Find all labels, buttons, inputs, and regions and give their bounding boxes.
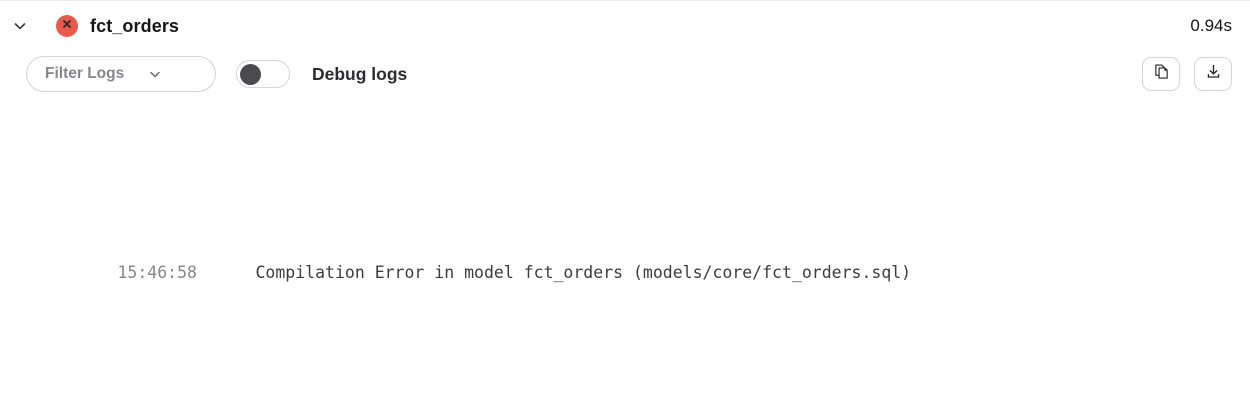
log-message: Compilation Error in model fct_orders (m… bbox=[255, 263, 912, 282]
debug-logs-toggle[interactable] bbox=[236, 60, 290, 88]
download-icon bbox=[1205, 63, 1222, 85]
log-timestamp: 15:46:58 bbox=[117, 263, 197, 282]
filter-logs-select[interactable]: Filter Logs bbox=[26, 56, 216, 92]
page-title: fct_orders bbox=[90, 15, 180, 36]
debug-logs-label: Debug logs bbox=[312, 63, 408, 84]
chevron-down-icon bbox=[148, 67, 162, 81]
filter-logs-label: Filter Logs bbox=[45, 65, 125, 82]
log-entry: 15:46:58 Compilation Error in model fct_o… bbox=[0, 129, 1250, 404]
status-badge-error bbox=[56, 15, 78, 37]
toggle-knob bbox=[240, 64, 261, 85]
chevron-down-icon bbox=[12, 18, 28, 34]
log-toolbar: Filter Logs Debug logs bbox=[0, 51, 1250, 97]
copy-icon bbox=[1153, 63, 1170, 85]
elapsed-time: 0.94s bbox=[1190, 16, 1232, 35]
log-output[interactable]: _ _ . 15:46:58 Compilation Error in model… bbox=[0, 97, 1250, 404]
collapse-chevron-button[interactable] bbox=[6, 12, 34, 40]
clipped-previous-log-line: _ _ . bbox=[0, 97, 1250, 103]
download-logs-button[interactable] bbox=[1194, 57, 1232, 91]
copy-logs-button[interactable] bbox=[1142, 57, 1180, 91]
error-x-icon bbox=[61, 17, 73, 35]
node-header: fct_orders 0.94s bbox=[0, 1, 1250, 51]
log-line: 15:46:58 Compilation Error in model fct_o… bbox=[0, 225, 1250, 321]
